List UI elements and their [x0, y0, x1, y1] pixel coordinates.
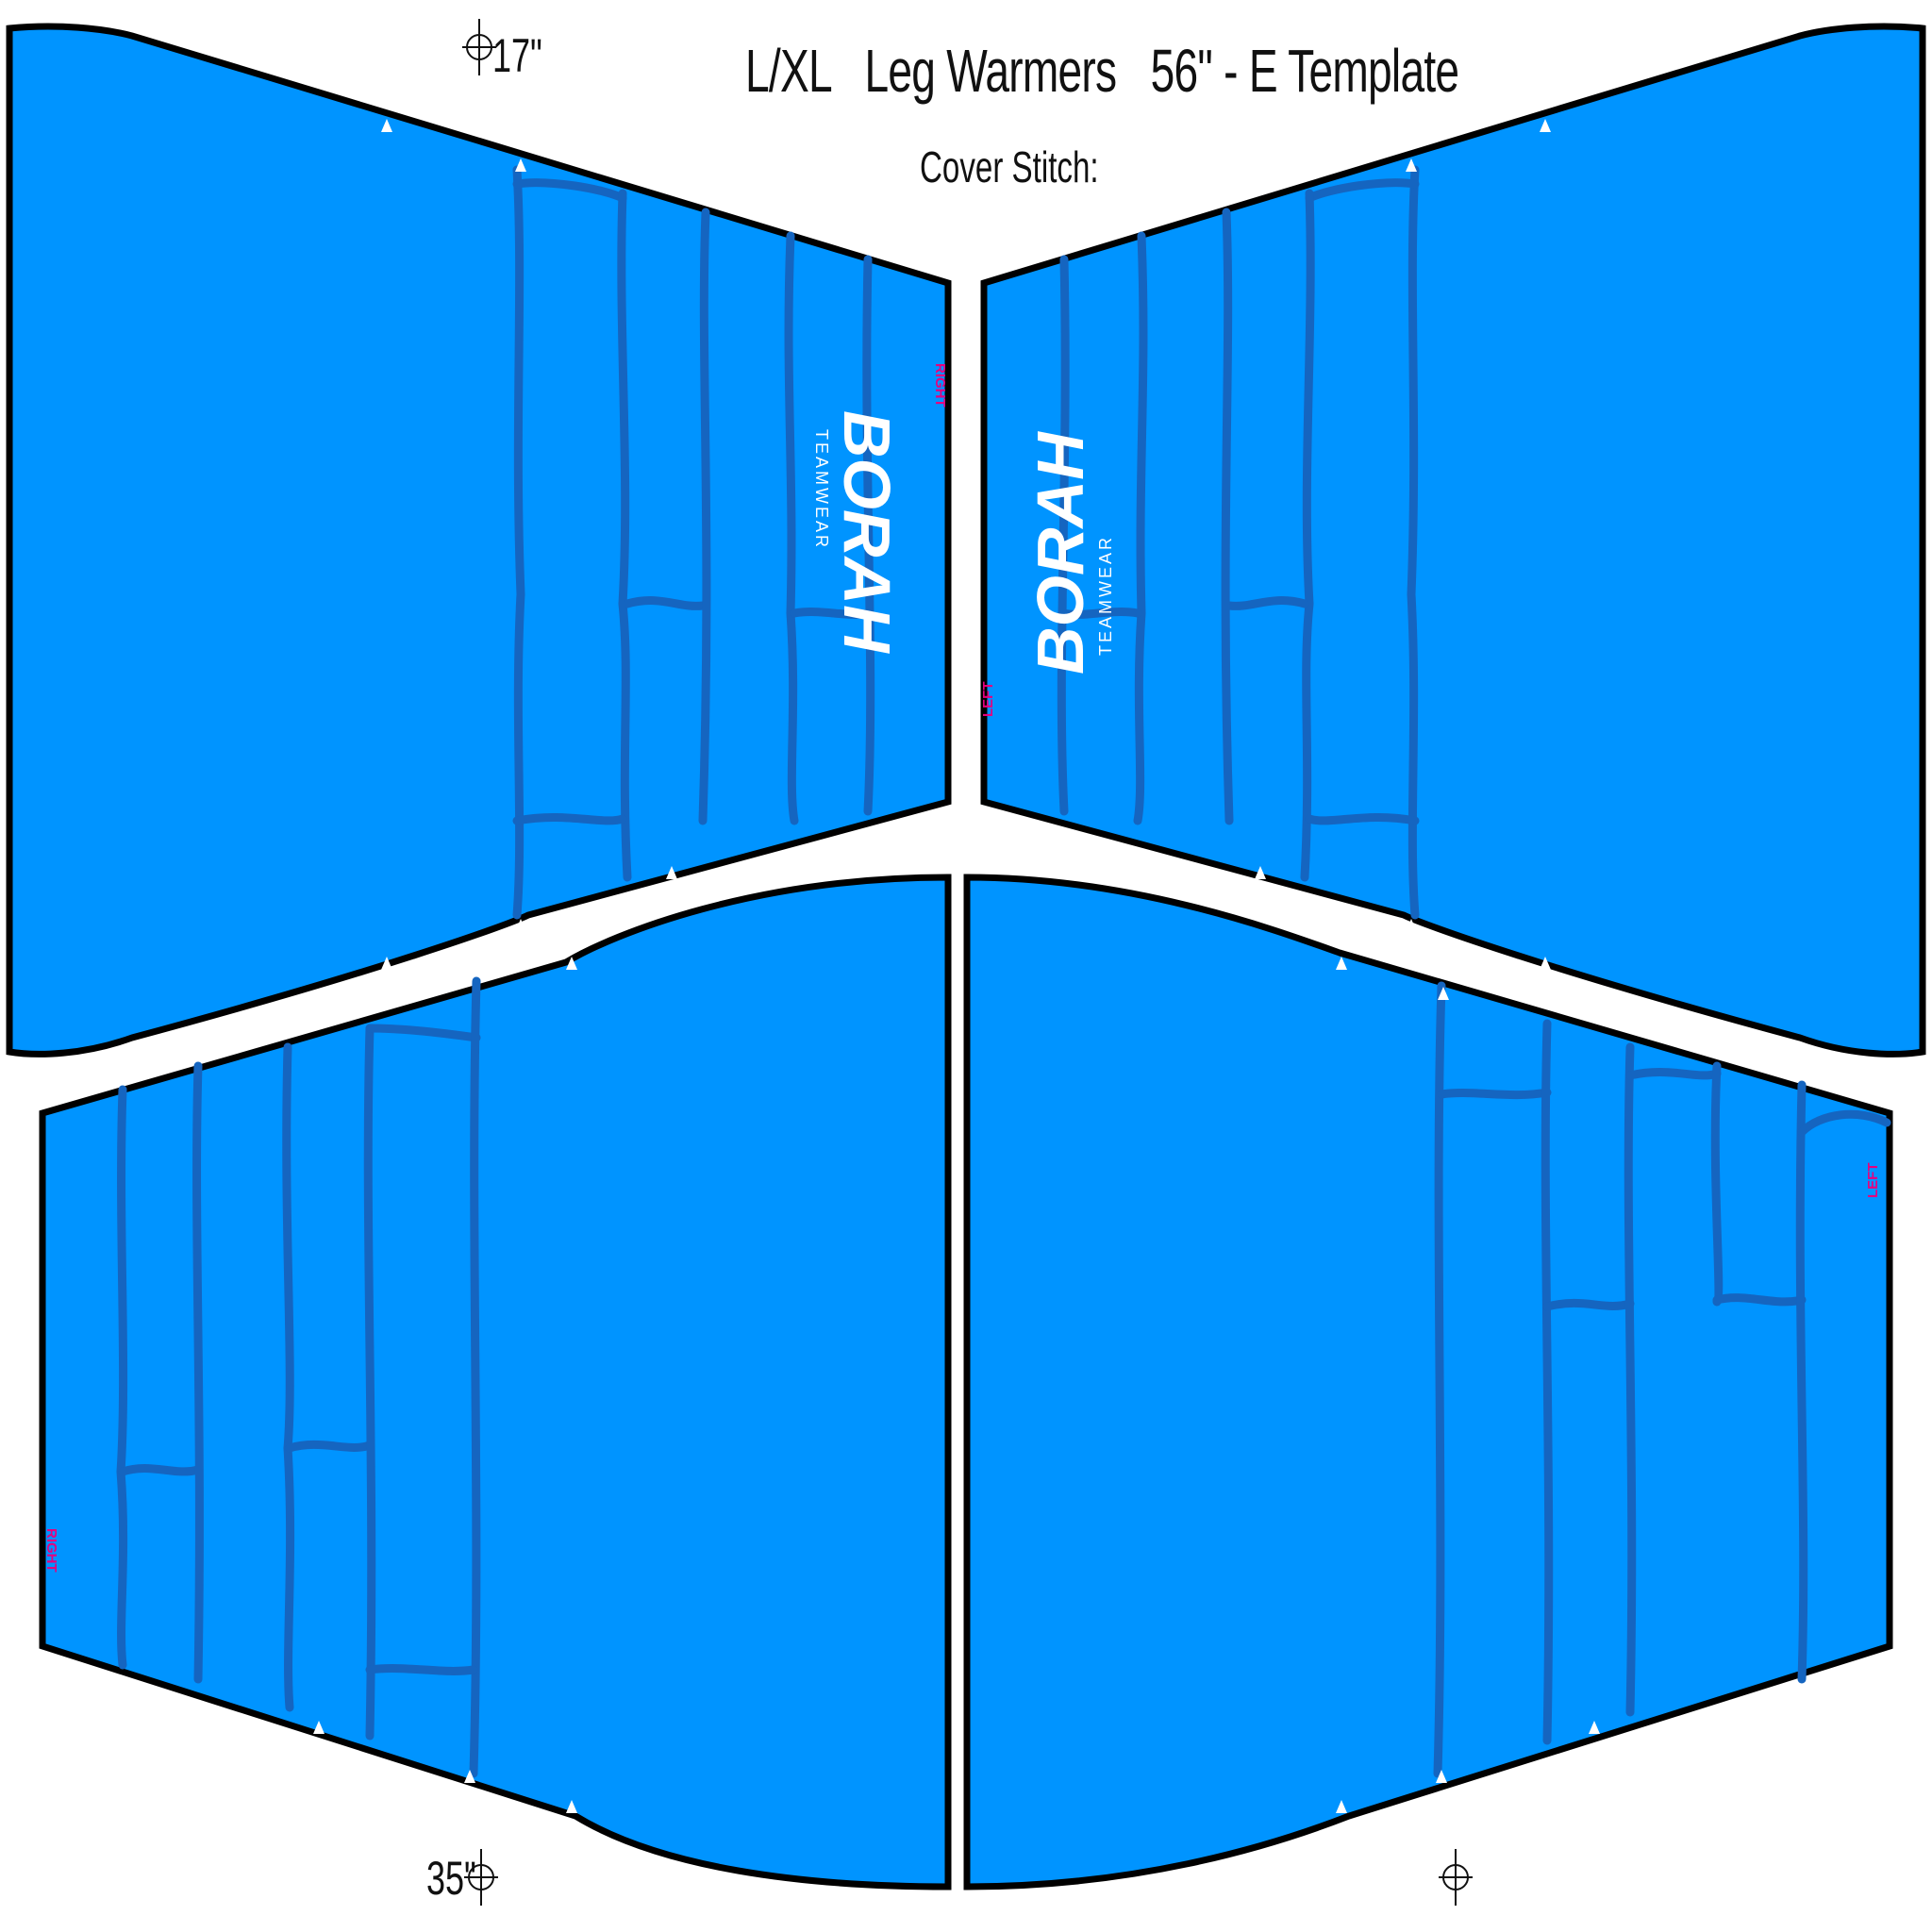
side-label-right: RIGHT [932, 363, 948, 408]
logo-wordmark: BORAH [1024, 431, 1097, 675]
logo-tagline: TEAMWEAR [1096, 535, 1115, 656]
side-label-right: RIGHT [43, 1528, 59, 1573]
brick-pattern [1057, 165, 1420, 920]
brand-logo: BORAH TEAMWEAR [812, 410, 904, 654]
logo-wordmark: BORAH [830, 410, 904, 654]
top-right-panel [980, 23, 1926, 1058]
registration-mark-icon [461, 18, 497, 76]
side-label-left: LEFT [1865, 1163, 1881, 1199]
measurement-bottom: 35" [426, 1852, 476, 1905]
bottom-left-panel [39, 874, 952, 1890]
registration-mark-icon [1438, 1848, 1474, 1907]
brick-pattern [512, 165, 875, 920]
logo-tagline: TEAMWEAR [812, 429, 831, 550]
brand-logo: BORAH TEAMWEAR [1024, 431, 1115, 675]
top-left-panel [6, 23, 952, 1058]
page-title: L/XL Leg Warmers 56" - E Template [745, 37, 1459, 105]
measurement-top: 17" [492, 29, 542, 82]
brick-pattern [116, 976, 481, 1778]
bottom-right-panel [963, 874, 1893, 1890]
page-subtitle: Cover Stitch: [920, 142, 1099, 192]
brick-pattern [1433, 981, 1891, 1778]
side-label-left: LEFT [980, 682, 996, 718]
